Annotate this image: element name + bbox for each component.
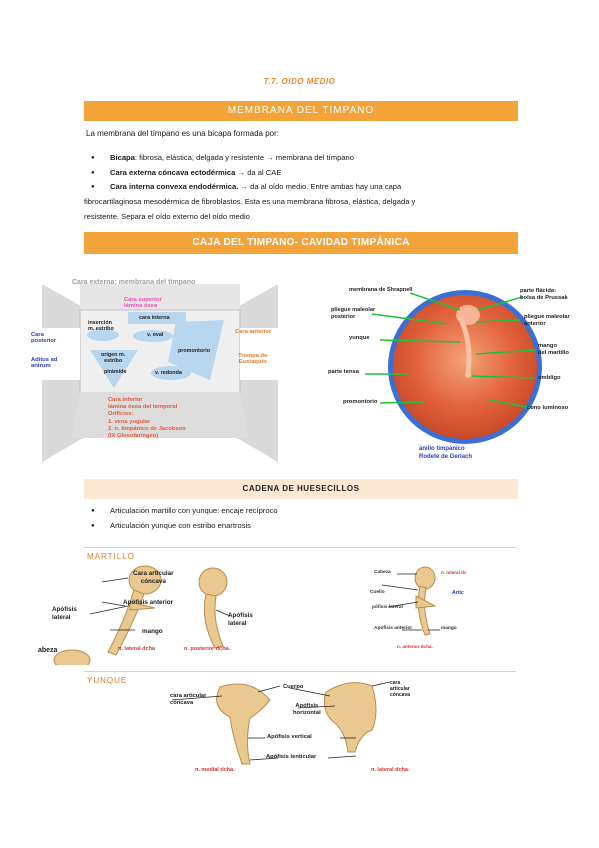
membrane-layer-list: Bicapa: fibrosa, elástica, delgada y res… [84, 151, 514, 195]
promontorio-label: promontorio [343, 399, 378, 405]
origen-label: origen m.estribo [101, 352, 126, 364]
shrapnell-label: membrana de Shrapnell [349, 287, 413, 293]
list-item: Articulación yunque con estribo enartros… [84, 519, 278, 534]
cara-interna-label: cara interna [139, 315, 170, 321]
yunque-apofisis-vertical-label: Apófisis vertical [267, 734, 312, 740]
box-title: Cara externa: membrana del tímpano [72, 279, 196, 286]
promontorio-box-label: promontorio [178, 348, 211, 354]
martillo-cabeza-label: Cabeza [374, 570, 391, 575]
martillo-apofisis-anterior-label: Apófisis anterior [123, 599, 174, 606]
martillo-rule [84, 547, 516, 548]
martillo-right-apof-lateral-label: pófisis lateral [372, 605, 403, 610]
yunque-right-caption: n. lateral dcha. [371, 767, 410, 773]
yunque-heading: YUNQUE [87, 676, 128, 685]
parte-flacida-label: parte flácida:bolsa de Prussak [520, 288, 568, 302]
martillo-right-apof-anterior-label: Apófisis anterior [374, 626, 413, 631]
martillo-abeza-label: abeza [38, 647, 58, 654]
document-title: T.7. OIDO MEDIO [263, 77, 336, 86]
cara-inferior-label: Cara inferior lámina ósea del temporal O… [108, 397, 186, 440]
intro-paragraph: La membrana del tímpano es una bicapa fo… [86, 129, 280, 138]
articulation-list: Articulación martillo con yunque: encaje… [84, 504, 278, 533]
yunque-apofisis-lenticular-label: Apófisis lenticular [266, 754, 317, 760]
parte-tensa-label: parte tensa [328, 369, 359, 375]
martillo-artic-label: Artic [452, 590, 464, 596]
yunque-rule [84, 671, 516, 672]
yunque-label: yunque [349, 335, 370, 341]
martillo-heading: MARTILLO [87, 552, 135, 561]
list-item: Bicapa: fibrosa, elástica, delgada y res… [84, 151, 514, 166]
list-item: Articulación martillo con yunque: encaje… [84, 504, 278, 519]
martillo-left-caption: n. lateral dcha [118, 646, 155, 652]
v-redonda-label: v. redonda [155, 370, 182, 376]
piramide-label: pirámide [104, 369, 127, 375]
list-item: Cara externa cóncava ectodérmica → da al… [84, 166, 514, 181]
martillo-right-caption: n. anterior dcha. [397, 644, 433, 649]
yunque-cuerpo-label: Cuerpo [283, 684, 304, 690]
ombligo-label: ombligo [538, 375, 561, 381]
martillo-mango-label: mango [142, 628, 163, 635]
martillo-right-lateral-label: n. lateral dc [441, 570, 467, 575]
tympanic-cavity-box-diagram [28, 284, 298, 462]
martillo-mid-caption: n. posterior dcha. [184, 646, 231, 652]
cara-anterior-label: Cara anterior [235, 329, 272, 335]
yunque-left-caption: n. medial dcha. [195, 767, 235, 773]
tympanic-membrane-illustration [365, 290, 542, 444]
martillo-right-mango-label: mango [441, 626, 457, 631]
martillo-cuello-label: Cuello [370, 590, 385, 595]
list-item: Cara interna convexa endodérmica. → da a… [84, 180, 514, 195]
v-oval-label: v. oval [147, 332, 164, 338]
martillo-illustrations [53, 565, 440, 665]
section-banner-cadena: CADENA DE HUESECILLOS [84, 479, 518, 499]
section-banner-caja: CAJA DEL TIMPANO- CAVIDAD TIMPÁNICA [84, 232, 518, 254]
cono-luminoso-label: cono luminoso [527, 405, 569, 411]
list-continuation: fibrocartilaginosa mesodérmica de fibrob… [84, 197, 416, 221]
section-banner-membrana: MEMBRANA DEL TIMPANO [84, 101, 518, 121]
yunque-illustrations [171, 681, 391, 765]
